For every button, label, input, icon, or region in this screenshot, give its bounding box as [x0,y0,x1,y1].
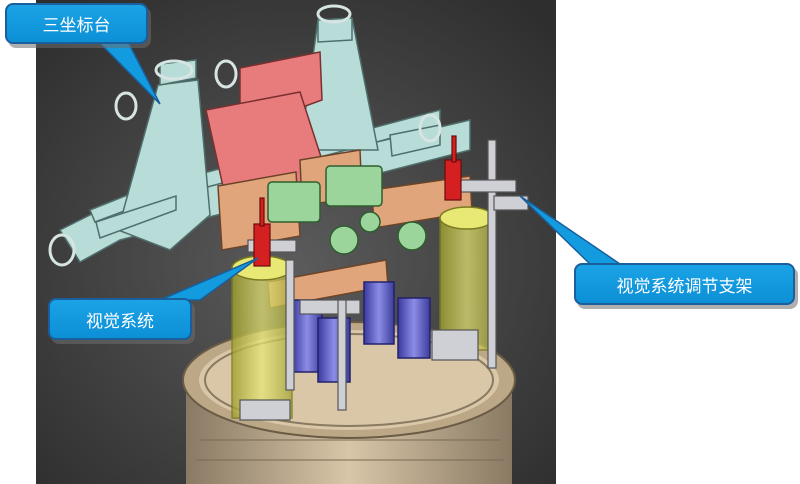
callout-vision-bracket: 视觉系统调节支架 [574,263,795,305]
vision-adjust-bracket [239,139,529,421]
callout-coordinate-stage: 三坐标台 [5,3,148,44]
red-cameras [253,135,462,267]
callout-vision-system: 视觉系统 [48,298,192,340]
green-actuators [267,165,427,255]
handwheels [48,4,442,267]
